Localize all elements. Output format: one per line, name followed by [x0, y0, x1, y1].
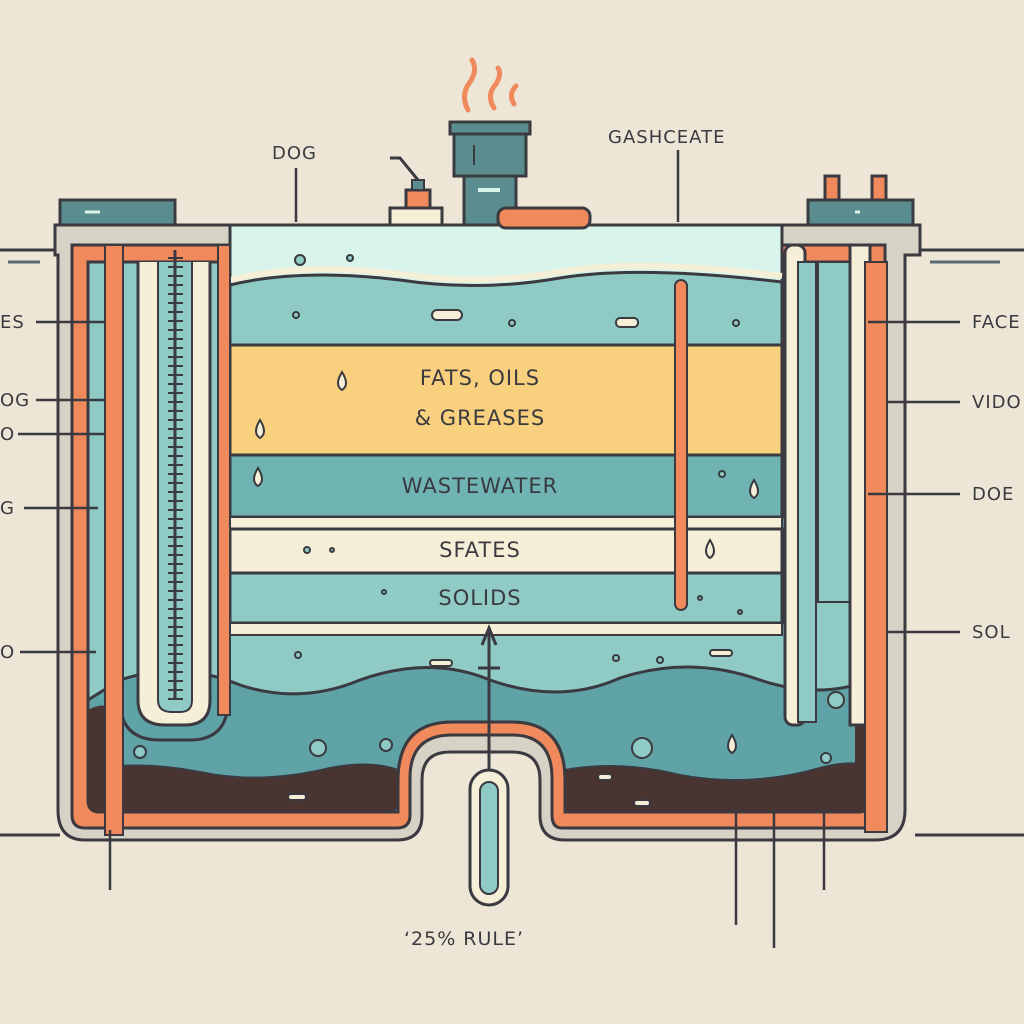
- label-sfates: SFATES: [439, 538, 521, 562]
- right-lid: [806, 174, 915, 227]
- label-left-3: O: [0, 424, 16, 445]
- leader-lines: [18, 150, 960, 948]
- access-cover: [496, 206, 592, 230]
- label-top-right: GASHCEATE: [608, 127, 726, 148]
- particles: [287, 309, 733, 807]
- vent-stack: [448, 120, 532, 227]
- label-left-2: OG: [0, 390, 31, 411]
- label-25-rule: ‘25% RULE’: [404, 928, 525, 950]
- left-lid: [58, 198, 177, 227]
- label-top-left: DOG: [272, 143, 317, 164]
- outlet-pipe: [783, 243, 888, 833]
- label-right-4: SOL: [972, 622, 1011, 643]
- label-left-4: G: [0, 498, 15, 519]
- level-gauge: [168, 250, 183, 700]
- ground: [0, 248, 1024, 837]
- layer-stack: [228, 223, 784, 636]
- layer-fog: [228, 343, 784, 457]
- label-fog-line2: & GREASES: [414, 406, 546, 430]
- label-fog-line1: FATS, OILS: [419, 366, 541, 390]
- bubbles: [133, 254, 845, 764]
- label-left-5: O: [0, 642, 16, 663]
- label-left-1: ES: [0, 312, 25, 333]
- label-right-3: DOE: [972, 484, 1015, 505]
- sludge-left: [87, 763, 399, 813]
- valve: [388, 156, 444, 227]
- sight-glass: [468, 624, 510, 907]
- label-wastewater: WASTEWATER: [401, 474, 559, 498]
- label-right-2: VIDO: [972, 392, 1022, 413]
- droplets: [253, 370, 759, 755]
- label-right-1: FACE: [972, 312, 1021, 333]
- label-solids: SOLIDS: [438, 586, 522, 610]
- sample-tube: [674, 279, 688, 611]
- vent-steam: [462, 57, 519, 113]
